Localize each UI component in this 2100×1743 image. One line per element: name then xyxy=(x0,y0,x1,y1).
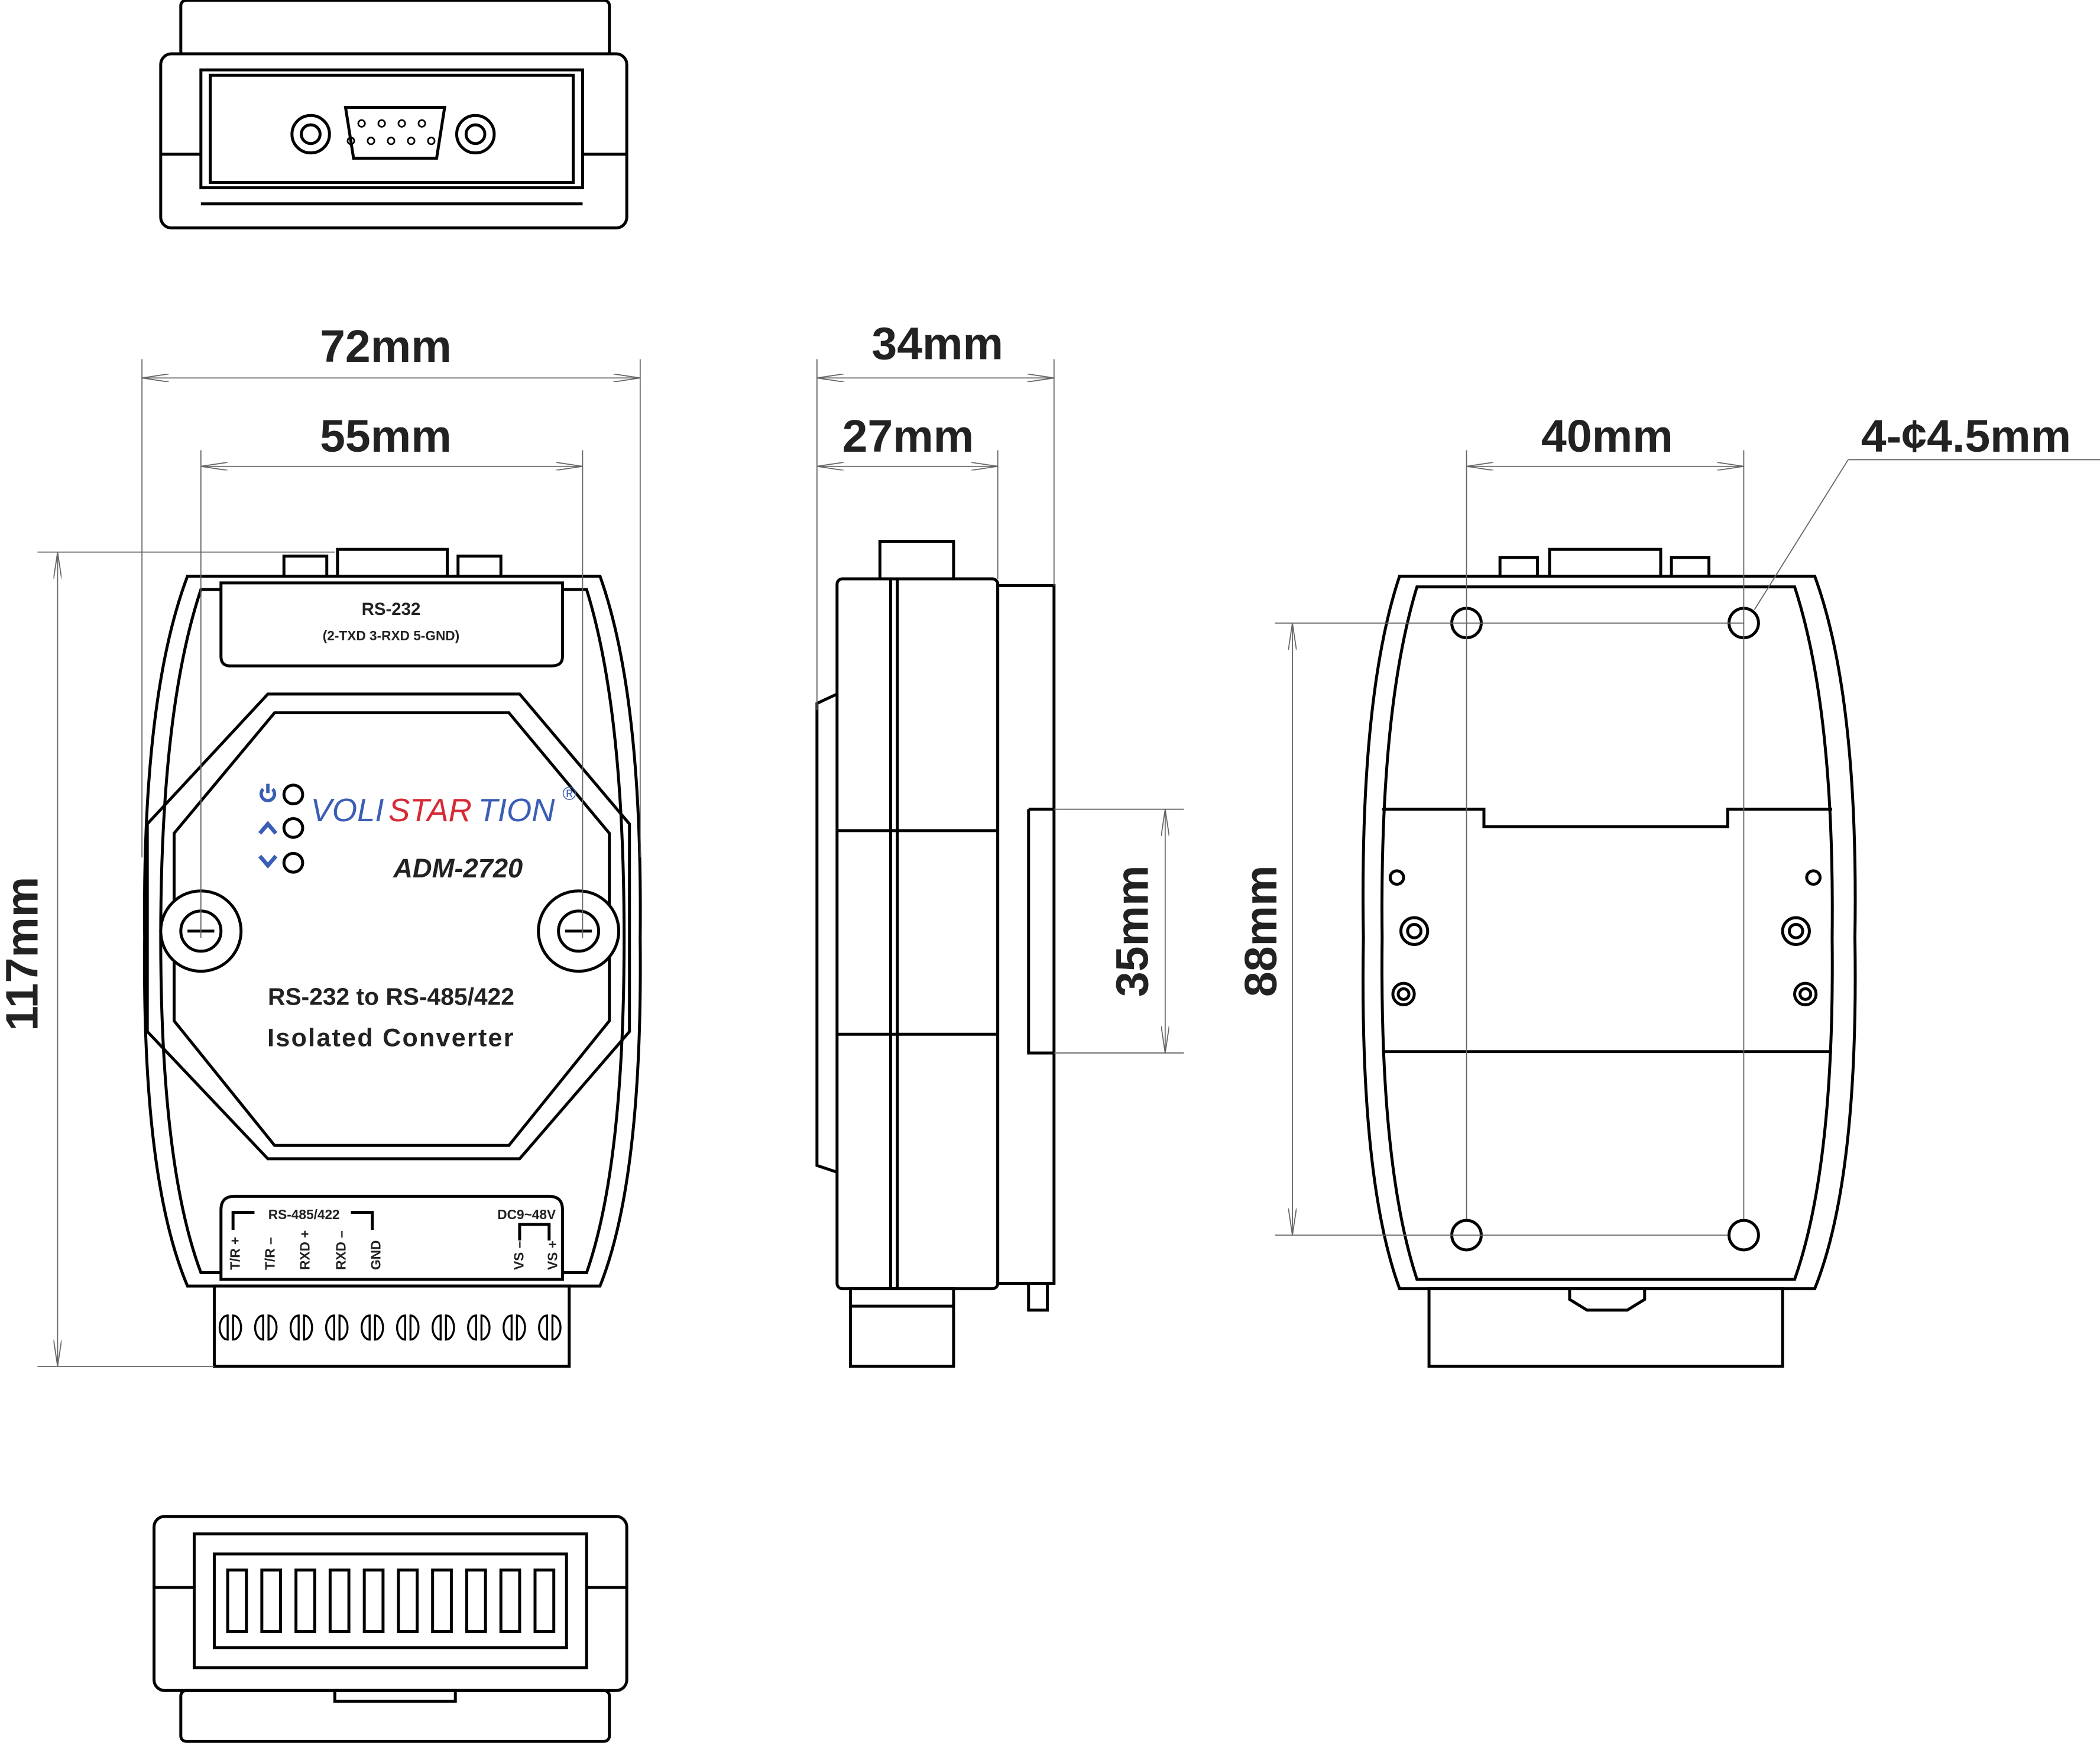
rx-arrow-down-icon xyxy=(258,854,278,869)
terminal-label: RXD – xyxy=(333,1230,348,1270)
terminal-screw xyxy=(267,1314,278,1341)
power-icon xyxy=(259,783,277,802)
terminal-screw xyxy=(467,1314,478,1341)
dim-hole-spacing-y: 88mm xyxy=(1236,865,1286,997)
terminal-screw xyxy=(374,1314,384,1341)
brand-logo-part2: STAR xyxy=(388,792,472,828)
terminal-slot xyxy=(362,1568,385,1634)
terminal-label: T/R + xyxy=(227,1237,242,1270)
terminal-slot xyxy=(533,1568,556,1634)
led-indicators xyxy=(258,783,304,874)
terminal-slot xyxy=(260,1568,283,1634)
terminal-screw xyxy=(232,1314,242,1341)
model-number: ADM-2720 xyxy=(393,853,523,883)
terminal-label: T/R – xyxy=(262,1237,277,1270)
terminal-screw xyxy=(303,1314,313,1341)
terminal-group-label: RS-485/422 xyxy=(268,1207,340,1222)
terminal-slot xyxy=(397,1568,419,1634)
brand-logo-part1: VOLI xyxy=(311,792,384,828)
dim-holes: 4-¢4.5mm xyxy=(1861,411,2071,462)
terminal-screw xyxy=(538,1314,549,1341)
terminal-screw xyxy=(254,1314,264,1341)
terminal-slot xyxy=(294,1568,316,1634)
top-view xyxy=(159,0,628,230)
description-line1: RS-232 to RS-485/422 xyxy=(268,983,514,1010)
rs232-pins: (2-TXD 3-RXD 5-GND) xyxy=(323,628,459,643)
dim-depth-inner: 27mm xyxy=(842,411,974,462)
dim-din-rail: 35mm xyxy=(1107,865,1158,997)
bottom-view xyxy=(153,1515,628,1743)
terminal-screw xyxy=(360,1314,371,1341)
brand-logo-part3: TION xyxy=(478,792,556,828)
terminal-screw xyxy=(218,1314,229,1341)
terminal-screw xyxy=(289,1314,300,1341)
terminal-label: VS + xyxy=(545,1240,560,1270)
terminal-screw xyxy=(551,1314,562,1341)
dim-width-inner: 55mm xyxy=(320,411,452,462)
terminal-slot xyxy=(499,1568,521,1634)
description-line2: Isolated Converter xyxy=(267,1024,515,1052)
dim-height: 117mm xyxy=(0,877,47,1031)
terminal-slot xyxy=(465,1568,487,1634)
terminal-label: RXD + xyxy=(297,1230,312,1270)
registered-mark: ® xyxy=(562,783,576,804)
terminal-slot xyxy=(431,1568,453,1634)
terminal-screw xyxy=(409,1314,420,1341)
dim-hole-spacing-x: 40mm xyxy=(1541,411,1673,462)
brand-logo: VOLI STAR TION ® xyxy=(311,783,576,828)
db9-connector xyxy=(343,106,446,160)
terminal-label: VS – xyxy=(511,1241,527,1270)
terminal-screw xyxy=(516,1314,526,1341)
terminal-screw xyxy=(396,1314,406,1341)
front-view: RS-232 (2-TXD 3-RXD 5-GND) VOLI STAR TIO… xyxy=(142,547,642,1368)
power-label: DC9~48V xyxy=(497,1207,556,1222)
terminal-screw xyxy=(338,1314,349,1341)
terminal-screw xyxy=(503,1314,513,1341)
dim-depth-outer: 34mm xyxy=(871,319,1003,370)
dim-width-outer: 72mm xyxy=(320,321,452,372)
terminal-screw xyxy=(480,1314,491,1341)
terminal-screw xyxy=(445,1314,455,1341)
dimension-lines: 72mm 55mm 117mm 34mm 27mm 35mm 40mm 88mm… xyxy=(0,319,2100,1367)
terminal-slot xyxy=(226,1568,248,1634)
terminal-screw xyxy=(431,1314,442,1341)
back-view xyxy=(1361,547,1857,1368)
side-view xyxy=(815,540,1056,1368)
terminal-label: GND xyxy=(368,1240,383,1270)
rs232-title: RS-232 xyxy=(362,600,421,619)
terminal-screw xyxy=(325,1314,335,1341)
tx-arrow-up-icon xyxy=(258,821,278,835)
terminal-slot xyxy=(328,1568,351,1634)
terminal-block xyxy=(212,1284,571,1368)
